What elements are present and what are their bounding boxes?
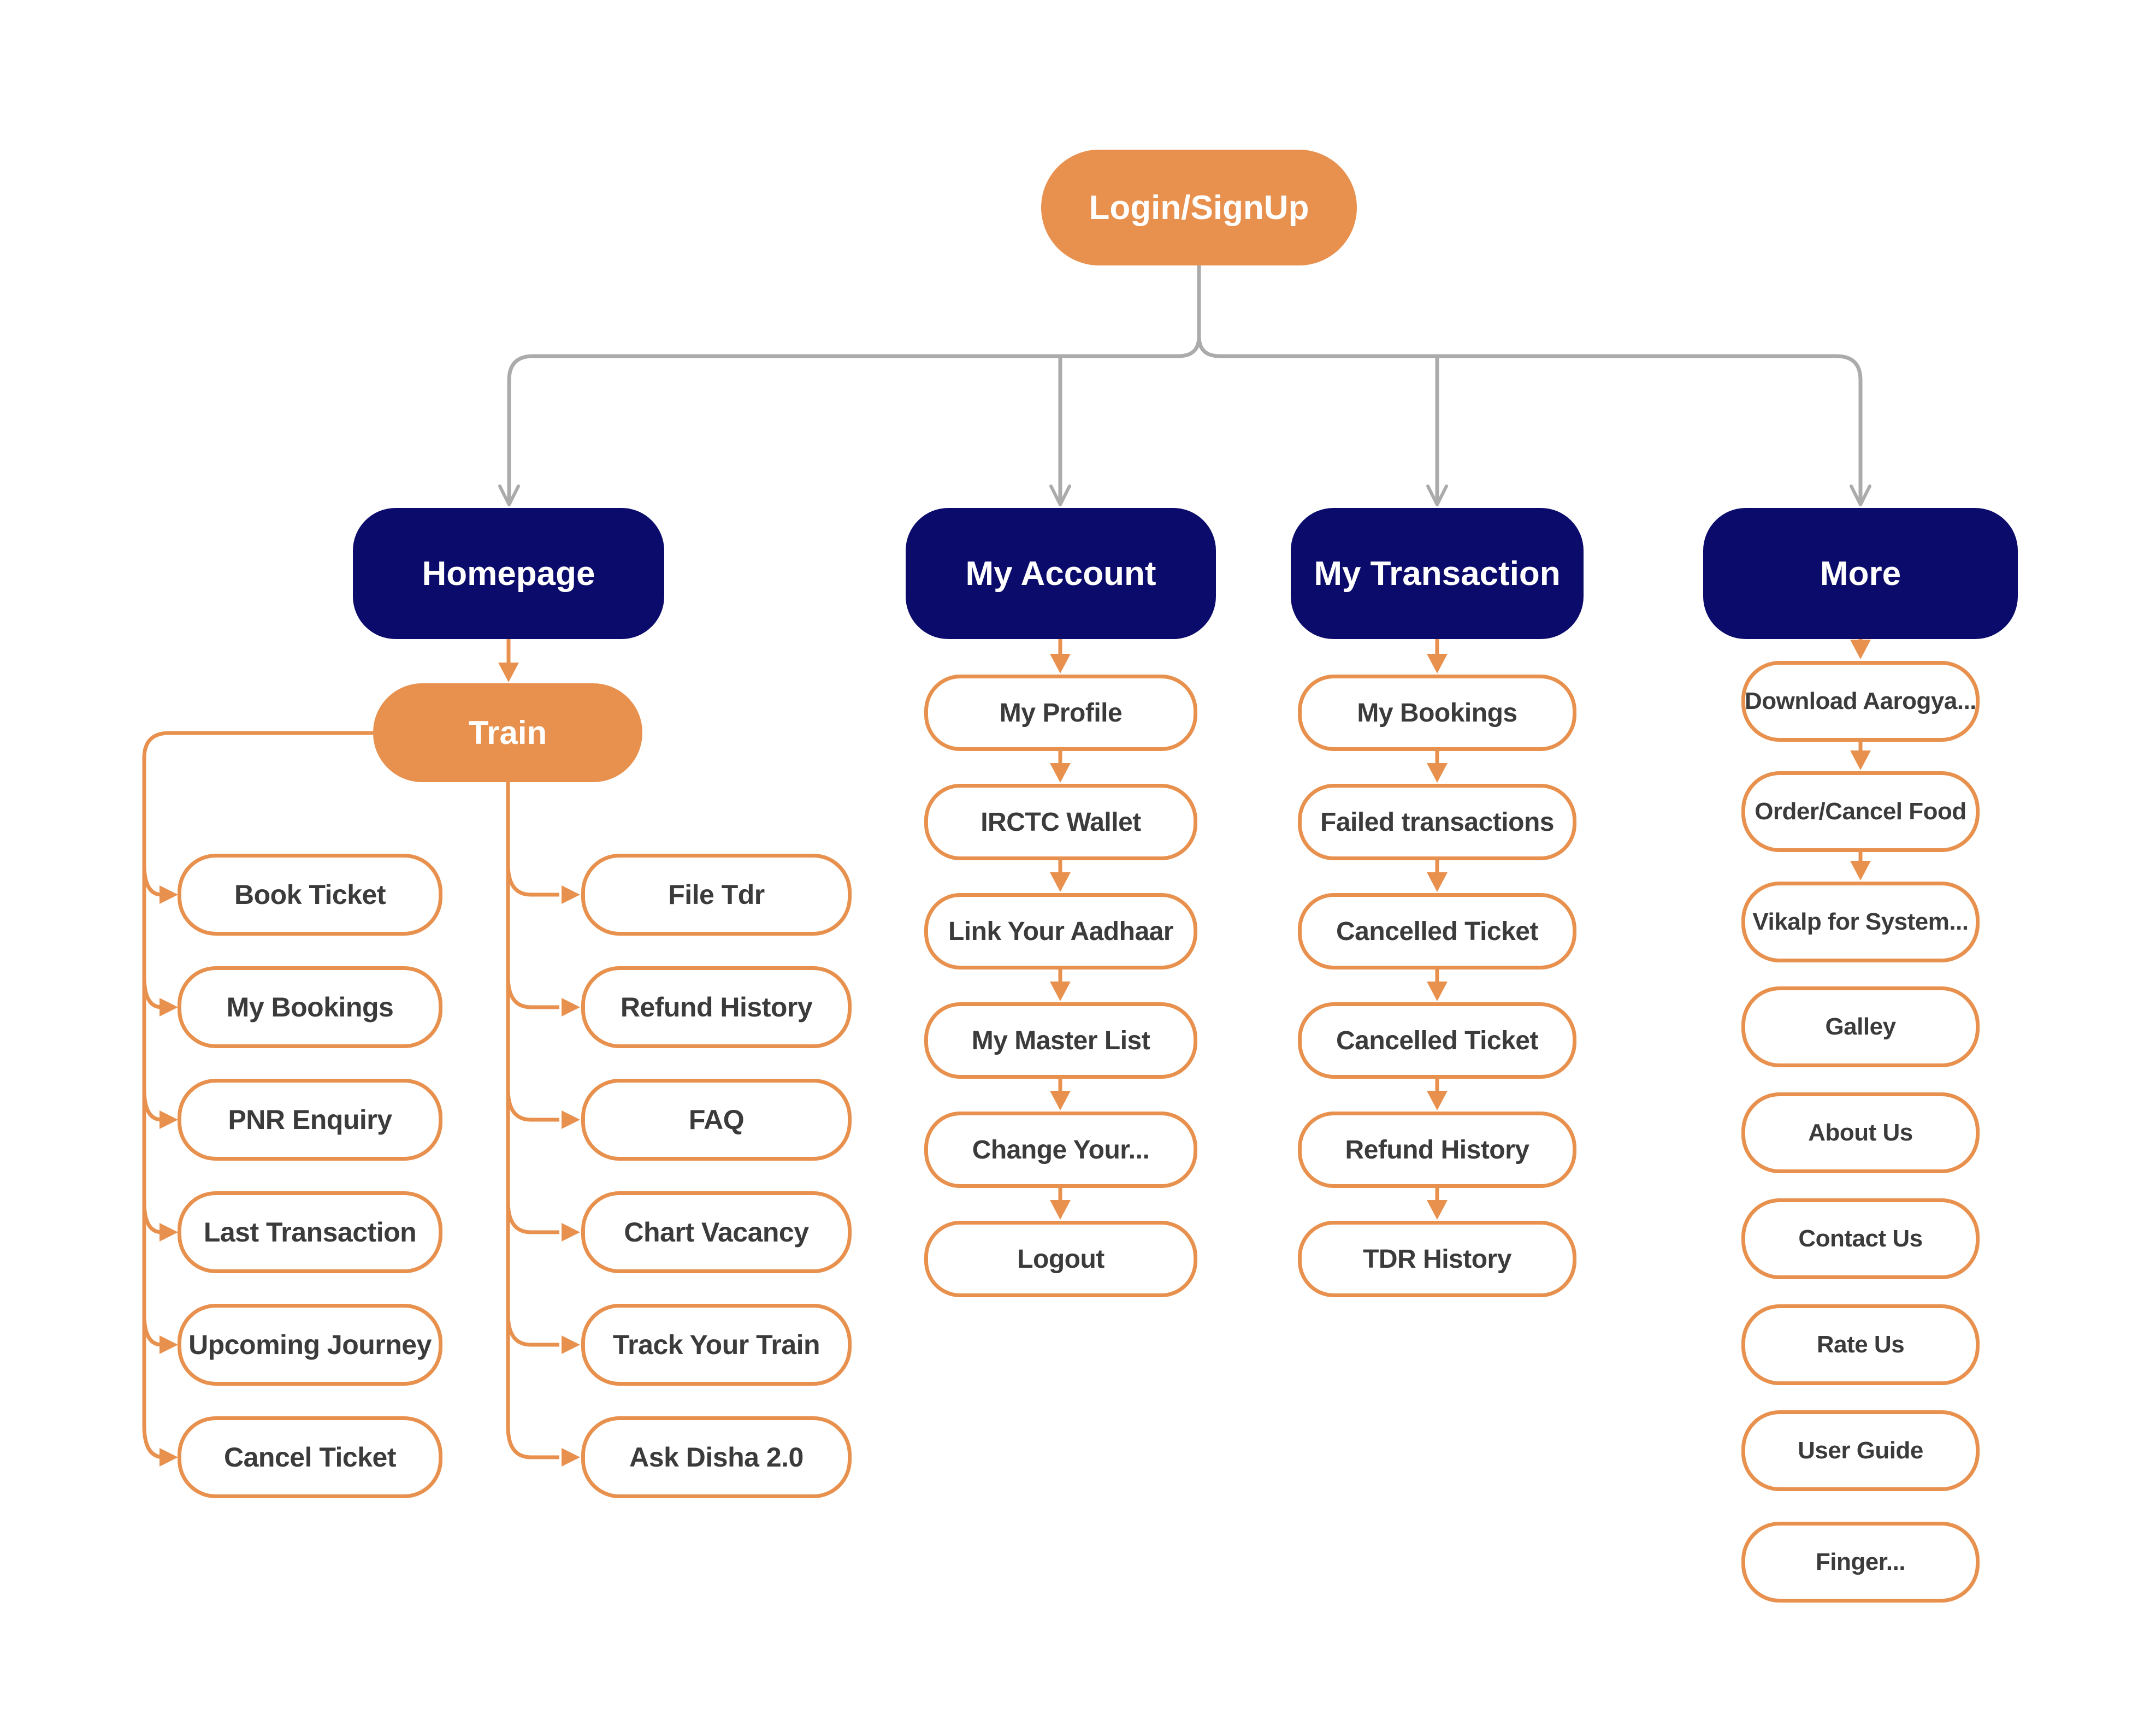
node-my-master-list: My Master List: [924, 1002, 1197, 1079]
node-my-account: My Account: [906, 508, 1216, 639]
node-login-signup: Login/SignUp: [1041, 150, 1357, 265]
node-chart-vacancy: Chart Vacancy: [581, 1191, 852, 1273]
node-failed-transactions: Failed transactions: [1298, 784, 1576, 860]
orange-connector-path: [142, 639, 1863, 1459]
node-homepage: Homepage: [353, 508, 664, 639]
node-about-us: About Us: [1741, 1092, 1980, 1173]
node-logout: Logout: [924, 1221, 1197, 1297]
node-rate-us: Rate Us: [1741, 1304, 1980, 1385]
node-finger: Finger...: [1741, 1522, 1980, 1603]
node-my-bookings-transaction: My Bookings: [1298, 675, 1576, 751]
node-download-aarogya: Download Aarogya...: [1741, 661, 1980, 742]
node-book-ticket: Book Ticket: [178, 854, 442, 936]
node-vikalp: Vikalp for System...: [1741, 882, 1980, 962]
node-faq: FAQ: [581, 1079, 852, 1161]
node-my-transaction: My Transaction: [1291, 508, 1584, 639]
node-link-your-aadhaar: Link Your Aadhaar: [924, 893, 1197, 970]
node-train: Train: [373, 683, 642, 782]
node-last-transaction: Last Transaction: [178, 1191, 442, 1273]
node-refund-history-train: Refund History: [581, 966, 852, 1048]
node-order-cancel-food: Order/Cancel Food: [1741, 771, 1980, 852]
node-ask-disha: Ask Disha 2.0: [581, 1416, 852, 1498]
node-my-bookings-train: My Bookings: [178, 966, 442, 1048]
node-galley: Galley: [1741, 986, 1980, 1067]
node-tdr-history: TDR History: [1298, 1221, 1576, 1297]
node-refund-history-transaction: Refund History: [1298, 1112, 1576, 1188]
node-more: More: [1703, 508, 2018, 639]
gray-arrowheads: [498, 484, 1871, 506]
node-user-guide: User Guide: [1741, 1410, 1980, 1491]
node-file-tdr: File Tdr: [581, 854, 852, 936]
node-my-profile: My Profile: [924, 675, 1197, 751]
node-cancel-ticket: Cancel Ticket: [178, 1416, 442, 1498]
node-cancelled-ticket-2: Cancelled Ticket: [1298, 1002, 1576, 1079]
node-pnr-enquiry: PNR Enquiry: [178, 1079, 442, 1161]
node-upcoming-journey: Upcoming Journey: [178, 1304, 442, 1386]
node-cancelled-ticket-1: Cancelled Ticket: [1298, 893, 1576, 970]
node-change-your: Change Your...: [924, 1112, 1197, 1188]
node-track-your-train: Track Your Train: [581, 1304, 852, 1386]
node-contact-us: Contact Us: [1741, 1198, 1980, 1279]
gray-connector-path: [507, 265, 1863, 501]
node-irctc-wallet: IRCTC Wallet: [924, 784, 1197, 860]
